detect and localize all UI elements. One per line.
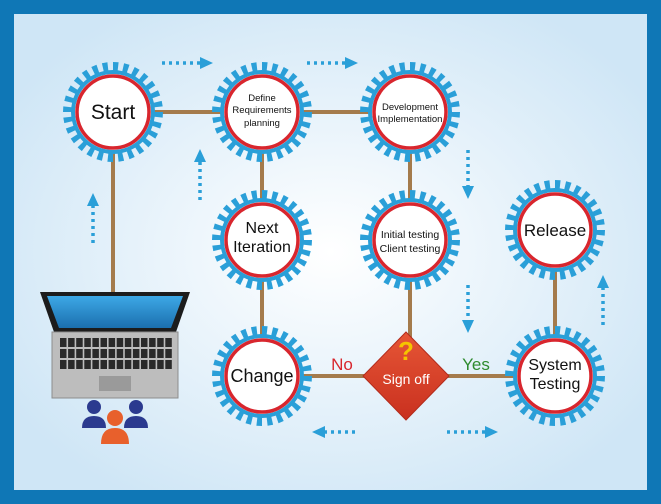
node-define-line-3: planning — [244, 118, 280, 129]
keyboard-key — [141, 360, 148, 369]
node-define-line-2: Requirements — [232, 105, 291, 116]
decision-diamond — [362, 331, 450, 421]
node-development-gear — [360, 62, 460, 162]
keyboard-key — [92, 360, 99, 369]
arrow-up-icon — [87, 193, 99, 206]
keyboard-key — [108, 338, 116, 347]
node-initial-line-1: Initial testing — [381, 229, 440, 241]
node-next-line-2: Iteration — [233, 239, 291, 256]
node-change-label: Change — [230, 366, 293, 386]
arrow-right-icon — [345, 57, 358, 69]
branch-no-label: No — [331, 355, 353, 374]
keyboard-key — [68, 338, 75, 347]
node-next-gear — [212, 190, 312, 290]
keyboard-key — [108, 349, 116, 358]
keyboard-key — [60, 360, 67, 369]
keyboard-key — [157, 349, 164, 358]
keyboard-key — [84, 360, 91, 369]
node-change-gear — [212, 326, 312, 426]
arrow-right-icon — [485, 426, 498, 438]
keyboard-key — [116, 349, 124, 358]
node-next-line-1: Next — [246, 220, 279, 237]
node-define-gear — [212, 62, 312, 162]
keyboard-key — [124, 349, 132, 358]
keyboard-key — [132, 338, 140, 347]
keyboard-key — [84, 338, 91, 347]
keyboard-key — [100, 349, 107, 358]
keyboard-key — [157, 338, 164, 347]
keyboard-key — [149, 338, 156, 347]
arrow-left-icon — [312, 426, 325, 438]
keyboard-key — [108, 360, 116, 369]
keyboard-key — [68, 360, 75, 369]
keyboard-key — [165, 338, 172, 347]
node-system-line-2: Testing — [530, 376, 581, 393]
node-release-gear — [505, 180, 605, 280]
question-mark-icon: ? — [398, 336, 414, 366]
node-development-line-2: Implementation — [378, 114, 443, 125]
keyboard-key — [124, 338, 132, 347]
team-icon — [82, 400, 148, 444]
keyboard-key — [92, 338, 99, 347]
arrow-right-icon — [200, 57, 213, 69]
keyboard-key — [76, 360, 83, 369]
keyboard-key — [149, 360, 156, 369]
keyboard-key — [100, 360, 107, 369]
arrow-up-icon — [597, 275, 609, 288]
keyboard-key — [124, 360, 132, 369]
keyboard-key — [165, 349, 172, 358]
keyboard-key — [132, 360, 140, 369]
arrow-heads — [87, 57, 609, 438]
node-release-label: Release — [524, 221, 586, 240]
keyboard-key — [157, 360, 164, 369]
gear-ring — [517, 338, 593, 414]
gear-ring — [224, 74, 300, 150]
keyboard-key — [60, 338, 67, 347]
keyboard-key — [60, 349, 67, 358]
node-define-line-1: Define — [248, 93, 275, 104]
keyboard-key — [132, 349, 140, 358]
keyboard-key — [116, 360, 124, 369]
keyboard-key — [76, 338, 83, 347]
dashed-arrows — [91, 61, 605, 434]
node-initial-gear — [360, 190, 460, 290]
keyboard-key — [149, 349, 156, 358]
node-development-line-1: Development — [382, 102, 438, 113]
node-system-line-1: System — [528, 357, 581, 374]
arrow-down-icon — [462, 320, 474, 333]
gear-ring — [224, 338, 300, 414]
arrow-down-icon — [462, 186, 474, 199]
keyboard-key — [141, 338, 148, 347]
keyboard-key — [116, 338, 124, 347]
keyboard-key — [76, 349, 83, 358]
gear-ring — [372, 74, 448, 150]
keyboard-key — [165, 360, 172, 369]
keyboard-key — [141, 349, 148, 358]
keyboard-key — [84, 349, 91, 358]
node-initial-line-2: Client testing — [380, 243, 441, 255]
keyboard — [60, 338, 172, 369]
node-start-gear — [63, 62, 163, 162]
decision-label: Sign off — [382, 371, 429, 387]
keyboard-key — [100, 338, 107, 347]
sign-off-decision: ? Sign off — [362, 331, 450, 421]
gear-ring — [75, 74, 151, 150]
laptop-icon — [40, 292, 190, 399]
arrow-up-icon — [194, 149, 206, 162]
keyboard-key — [92, 349, 99, 358]
gear-ring — [224, 202, 300, 278]
branch-yes-label: Yes — [462, 355, 490, 374]
keyboard-key — [68, 349, 75, 358]
gear-ring — [517, 192, 593, 268]
node-start-label: Start — [91, 101, 136, 124]
node-system-gear — [505, 326, 605, 426]
gear-ring — [372, 202, 448, 278]
